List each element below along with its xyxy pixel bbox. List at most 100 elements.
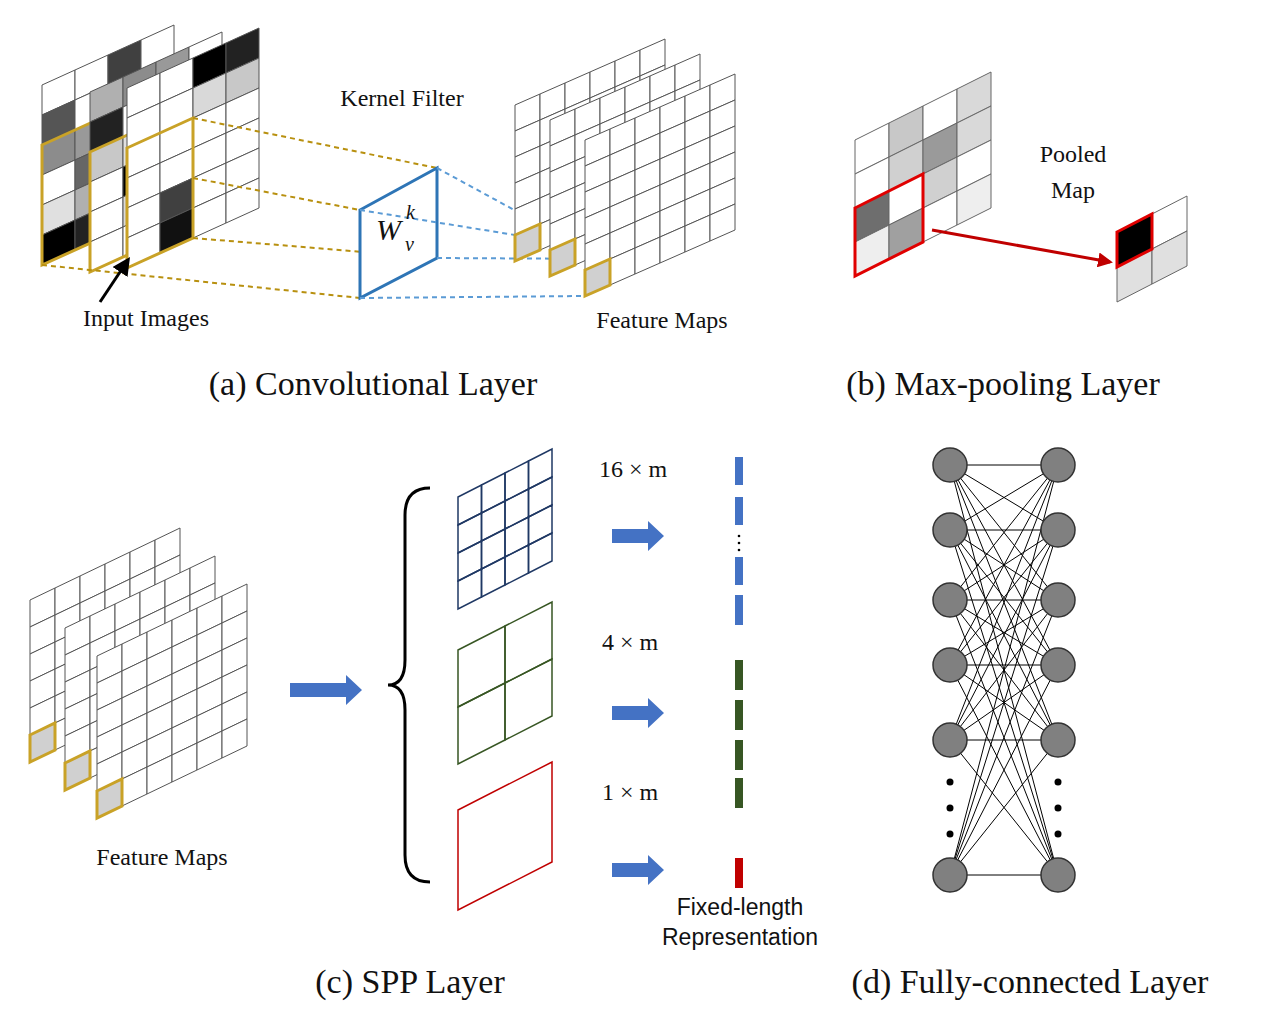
grid-cell — [550, 239, 575, 276]
neuron — [1041, 858, 1075, 892]
grid-cell — [515, 224, 540, 261]
neuron — [933, 648, 967, 682]
flow-arrow — [612, 521, 664, 551]
pooled-map — [1117, 196, 1187, 302]
grid-cell — [610, 248, 635, 285]
flow-arrow — [612, 855, 664, 885]
feature-map — [515, 39, 665, 261]
pyramid-level — [458, 602, 552, 764]
neuron — [933, 723, 967, 757]
grid-cell — [458, 683, 505, 764]
vector-segment — [735, 740, 743, 770]
grid-cell — [505, 545, 529, 585]
connection — [950, 465, 1058, 530]
vector-segment — [735, 557, 743, 585]
connection — [950, 600, 1058, 665]
weight-superscript: k — [406, 200, 415, 224]
flow-arrow — [612, 698, 664, 728]
component-label: Pooled Map — [1018, 136, 1128, 208]
projection-line — [193, 118, 437, 168]
grid-cell — [710, 204, 735, 241]
pooling-window — [855, 174, 923, 276]
panel-caption: (a) Convolutional Layer — [113, 364, 633, 405]
vector-segment — [735, 457, 743, 485]
connection — [950, 600, 1058, 665]
grid-cell — [482, 557, 506, 597]
pyramid-level — [458, 762, 552, 910]
vector-segment — [735, 778, 743, 808]
component-label: Input Images — [36, 304, 256, 333]
projection-line — [360, 296, 585, 298]
feature-map — [550, 54, 700, 276]
neuron — [1041, 513, 1075, 547]
pyramid-level — [458, 449, 552, 609]
dimension-label: 16 × m — [568, 455, 698, 484]
curly-bracket — [388, 488, 430, 882]
grid-cell — [660, 226, 685, 263]
pointer-arrow — [100, 260, 128, 302]
grid-cell — [957, 174, 991, 225]
connection — [950, 530, 1058, 875]
kernel-filter — [360, 168, 437, 298]
neuron — [1041, 648, 1075, 682]
dimension-label: 1 × m — [565, 778, 695, 807]
grid-cell — [529, 533, 553, 573]
neuron — [1041, 583, 1075, 617]
flow-arrow — [290, 675, 362, 705]
panel-caption: (c) SPP Layer — [200, 962, 620, 1003]
grid-cell — [30, 723, 55, 762]
feature-map — [585, 74, 735, 296]
connection — [950, 665, 1058, 875]
panel-caption: (d) Fully-connected Layer — [810, 962, 1250, 1003]
ellipsis-dot — [947, 805, 954, 812]
weight-symbol: W — [376, 212, 401, 248]
projection-line — [42, 265, 360, 298]
grid-cell — [458, 762, 552, 910]
feature-cell — [550, 239, 575, 276]
neuron — [933, 583, 967, 617]
vector-segment — [735, 497, 743, 525]
component-label: Feature Maps — [552, 306, 772, 335]
grid-cell — [222, 719, 247, 758]
vector-segment — [735, 858, 743, 888]
grid-cell — [1152, 231, 1187, 284]
grid-cell — [147, 755, 172, 794]
grid-cell — [193, 193, 226, 238]
receptive-field — [127, 118, 193, 268]
panel-caption: (b) Max-pooling Layer — [763, 364, 1243, 405]
ellipsis-dot — [947, 831, 954, 838]
connection — [950, 465, 1058, 530]
grid-cell — [635, 237, 660, 274]
ellipsis-dot — [738, 542, 741, 545]
vector-segment — [735, 660, 743, 690]
grid-cell — [65, 751, 90, 790]
ellipsis-dot — [1055, 805, 1062, 812]
weight-subscript: v — [405, 232, 414, 256]
neuron — [933, 448, 967, 482]
component-label: Kernel Filter — [302, 84, 502, 113]
ellipsis-dot — [1055, 779, 1062, 786]
input-map — [855, 72, 991, 276]
connection — [950, 740, 1058, 875]
neuron — [933, 858, 967, 892]
grid-cell — [97, 779, 122, 818]
pooling-arrow — [932, 230, 1110, 262]
dimension-label: 4 × m — [565, 628, 695, 657]
grid-cell — [505, 659, 552, 740]
connection — [950, 740, 1058, 875]
vector-segment — [735, 700, 743, 730]
feature-cell — [97, 779, 122, 818]
grid-cell — [197, 731, 222, 770]
vector-segment — [735, 595, 743, 625]
neuron — [933, 513, 967, 547]
ellipsis-dot — [947, 779, 954, 786]
grid-cell — [585, 259, 610, 296]
connection — [950, 530, 1058, 875]
grid-cell — [685, 215, 710, 252]
connection — [950, 665, 1058, 875]
feature-cell — [585, 259, 610, 296]
component-label: Fixed-length Representation — [635, 893, 845, 953]
feature-cell — [30, 723, 55, 762]
grid-cell — [172, 743, 197, 782]
